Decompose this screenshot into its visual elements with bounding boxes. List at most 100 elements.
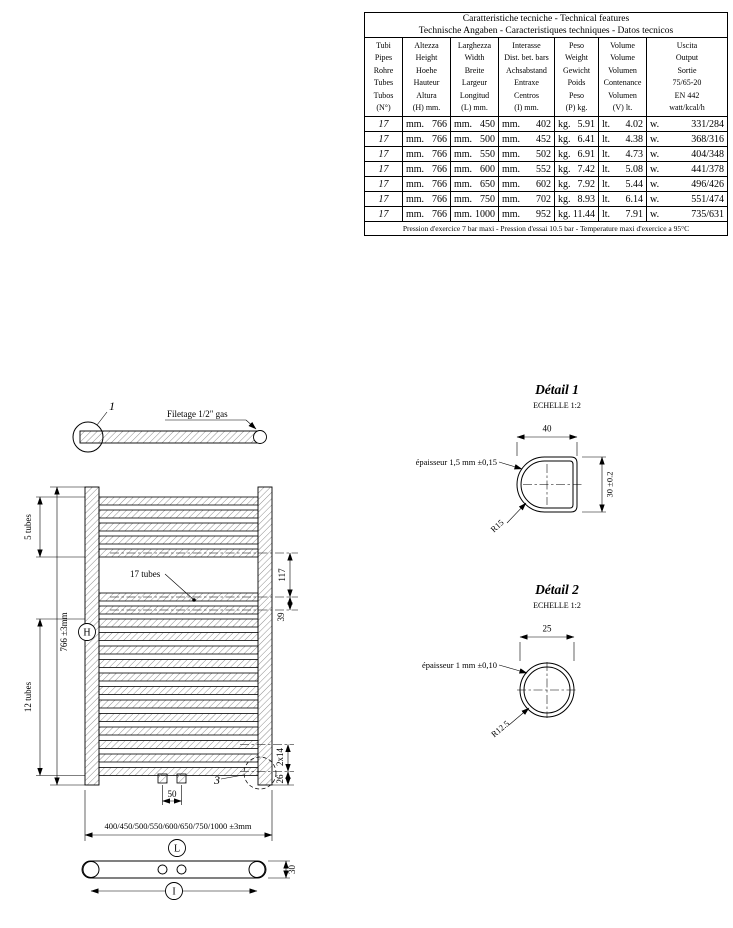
unit-label: mm. [454, 133, 473, 145]
tubes5-label: 5 tubes [23, 514, 33, 540]
spec-value: 331/284 [691, 118, 724, 130]
spec-value: 1000 [475, 208, 495, 220]
dim-50-label: 50 [168, 789, 178, 799]
spec-value: 402 [536, 118, 551, 130]
unit-label: kg. [558, 178, 571, 190]
spec-value: 551/474 [691, 193, 724, 205]
unit-label: mm. [406, 148, 425, 160]
tubes12-label: 12 tubes [23, 681, 33, 712]
unit-label: w. [650, 208, 660, 220]
radiator-bottom-view: I 30 [81, 860, 297, 900]
spec-value: 766 [432, 178, 447, 190]
spec-value: 550 [480, 148, 495, 160]
spec-value: 6.91 [577, 148, 596, 160]
height-dim-label: 766 ±3mm [59, 612, 69, 651]
detail1-scale: ECHELLE 1:2 [533, 401, 581, 410]
spec-value: 766 [432, 148, 447, 160]
spec-value: 452 [536, 133, 551, 145]
spec-value: 502 [536, 148, 551, 160]
table-title-row-1: Caratteristiche tecniche - Technical fea… [364, 12, 728, 25]
unit-label: mm. [406, 208, 425, 220]
spec-value: 766 [432, 208, 447, 220]
unit-label: kg. [558, 163, 571, 175]
detail1-height-dim: 30 ±0.2 [605, 472, 615, 498]
spec-table: Caratteristiche tecniche - Technical fea… [364, 12, 728, 237]
unit-label: w. [650, 163, 660, 175]
detail2-thickness-label: épaisseur 1 mm ±0,10 [422, 660, 497, 670]
col-header-interaxis: Interasse Dist. bet. bars Achsabstand En… [498, 36, 555, 118]
spec-value: 766 [432, 118, 447, 130]
detail1-radius-label: R15 [488, 517, 505, 534]
dim-26-label: 26 [275, 774, 285, 784]
spec-value: 5.91 [577, 118, 596, 130]
unit-label: lt. [602, 193, 611, 205]
unit-label: mm. [502, 133, 521, 145]
unit-label: mm. [502, 163, 521, 175]
width-dimension: 400/450/500/550/600/650/750/1000 ±3mm L [84, 790, 273, 857]
tubes17-label: 17 tubes [130, 569, 161, 579]
unit-label: mm. [454, 193, 473, 205]
right-dimensions: 117 39 2x14 26 [110, 552, 298, 786]
tube-count: 17 [378, 208, 389, 220]
unit-label: lt. [602, 163, 611, 175]
dim-117-label: 117 [277, 568, 287, 582]
tube-side-view: 1 Filetage 1/2" gas [72, 399, 267, 453]
spec-value: 8.93 [577, 193, 596, 205]
spec-value: 650 [480, 178, 495, 190]
tube-end-cap [253, 430, 267, 444]
dim-39-label: 39 [276, 612, 286, 622]
unit-label: lt. [602, 178, 611, 190]
spec-value: 602 [536, 178, 551, 190]
spec-value: 441/378 [691, 163, 724, 175]
unit-label: lt. [602, 148, 611, 160]
radiator-rungs [98, 496, 259, 776]
spec-value: 368/316 [691, 133, 724, 145]
spec-value: 450 [480, 118, 495, 130]
detail1-thickness-label: épaisseur 1,5 mm ±0,15 [416, 457, 497, 467]
unit-label: mm. [502, 118, 521, 130]
tube-count: 17 [378, 118, 389, 130]
unit-label: kg. [558, 208, 571, 220]
unit-label: mm. [502, 208, 521, 220]
spec-value: 4.02 [625, 118, 644, 130]
unit-label: kg. [558, 118, 571, 130]
spec-value: 7.92 [577, 178, 596, 190]
spec-value: 766 [432, 133, 447, 145]
h-symbol-label: H [83, 628, 90, 639]
detail2-drawing: Détail 2 ECHELLE 1:2 25 épaisseur 1 mm ±… [422, 582, 581, 739]
col-header-height: Altezza Height Hoehe Hauteur Altura (H) … [402, 36, 451, 118]
table-header-row: Tubi Pipes Rohre Tubes Tubos (N°) Altezz… [364, 36, 728, 118]
tube-count: 17 [378, 178, 389, 190]
spec-value: 11.44 [572, 208, 595, 220]
spec-value: 4.73 [625, 148, 644, 160]
unit-label: w. [650, 178, 660, 190]
bottom-fitting-right [176, 773, 187, 784]
spec-value: 702 [536, 193, 551, 205]
unit-label: w. [650, 133, 660, 145]
d-tube-outer-wall [516, 456, 578, 513]
spec-value: 6.14 [625, 193, 644, 205]
unit-label: mm. [406, 118, 425, 130]
table-footer-row: Pression d'exercice 7 bar maxi - Pressio… [364, 221, 728, 237]
i-symbol-label: I [172, 887, 175, 898]
detail2-radius-label: R12.5 [489, 718, 511, 739]
spec-value: 500 [480, 133, 495, 145]
width-dim-label: 400/450/500/550/600/650/750/1000 ±3mm [104, 821, 251, 831]
detail2-title: Détail 2 [534, 582, 579, 597]
detail1-width-dim: 40 [543, 424, 553, 434]
spec-value: 496/426 [691, 178, 724, 190]
detail2-scale: ECHELLE 1:2 [533, 601, 581, 610]
spec-value-cell: mm.952 [498, 206, 555, 223]
unit-label: w. [650, 193, 660, 205]
col-header-width: Larghezza Width Breite Largeur Longitud … [450, 36, 499, 118]
unit-label: lt. [602, 118, 611, 130]
spec-value: 5.08 [625, 163, 644, 175]
detail2-width-dim: 25 [543, 624, 553, 634]
bottom-fitting-left [157, 773, 168, 784]
filetage-label: Filetage 1/2" gas [167, 409, 228, 419]
unit-label: mm. [454, 118, 473, 130]
dim-30-label: 30 [287, 865, 297, 875]
spec-value: 735/631 [691, 208, 724, 220]
